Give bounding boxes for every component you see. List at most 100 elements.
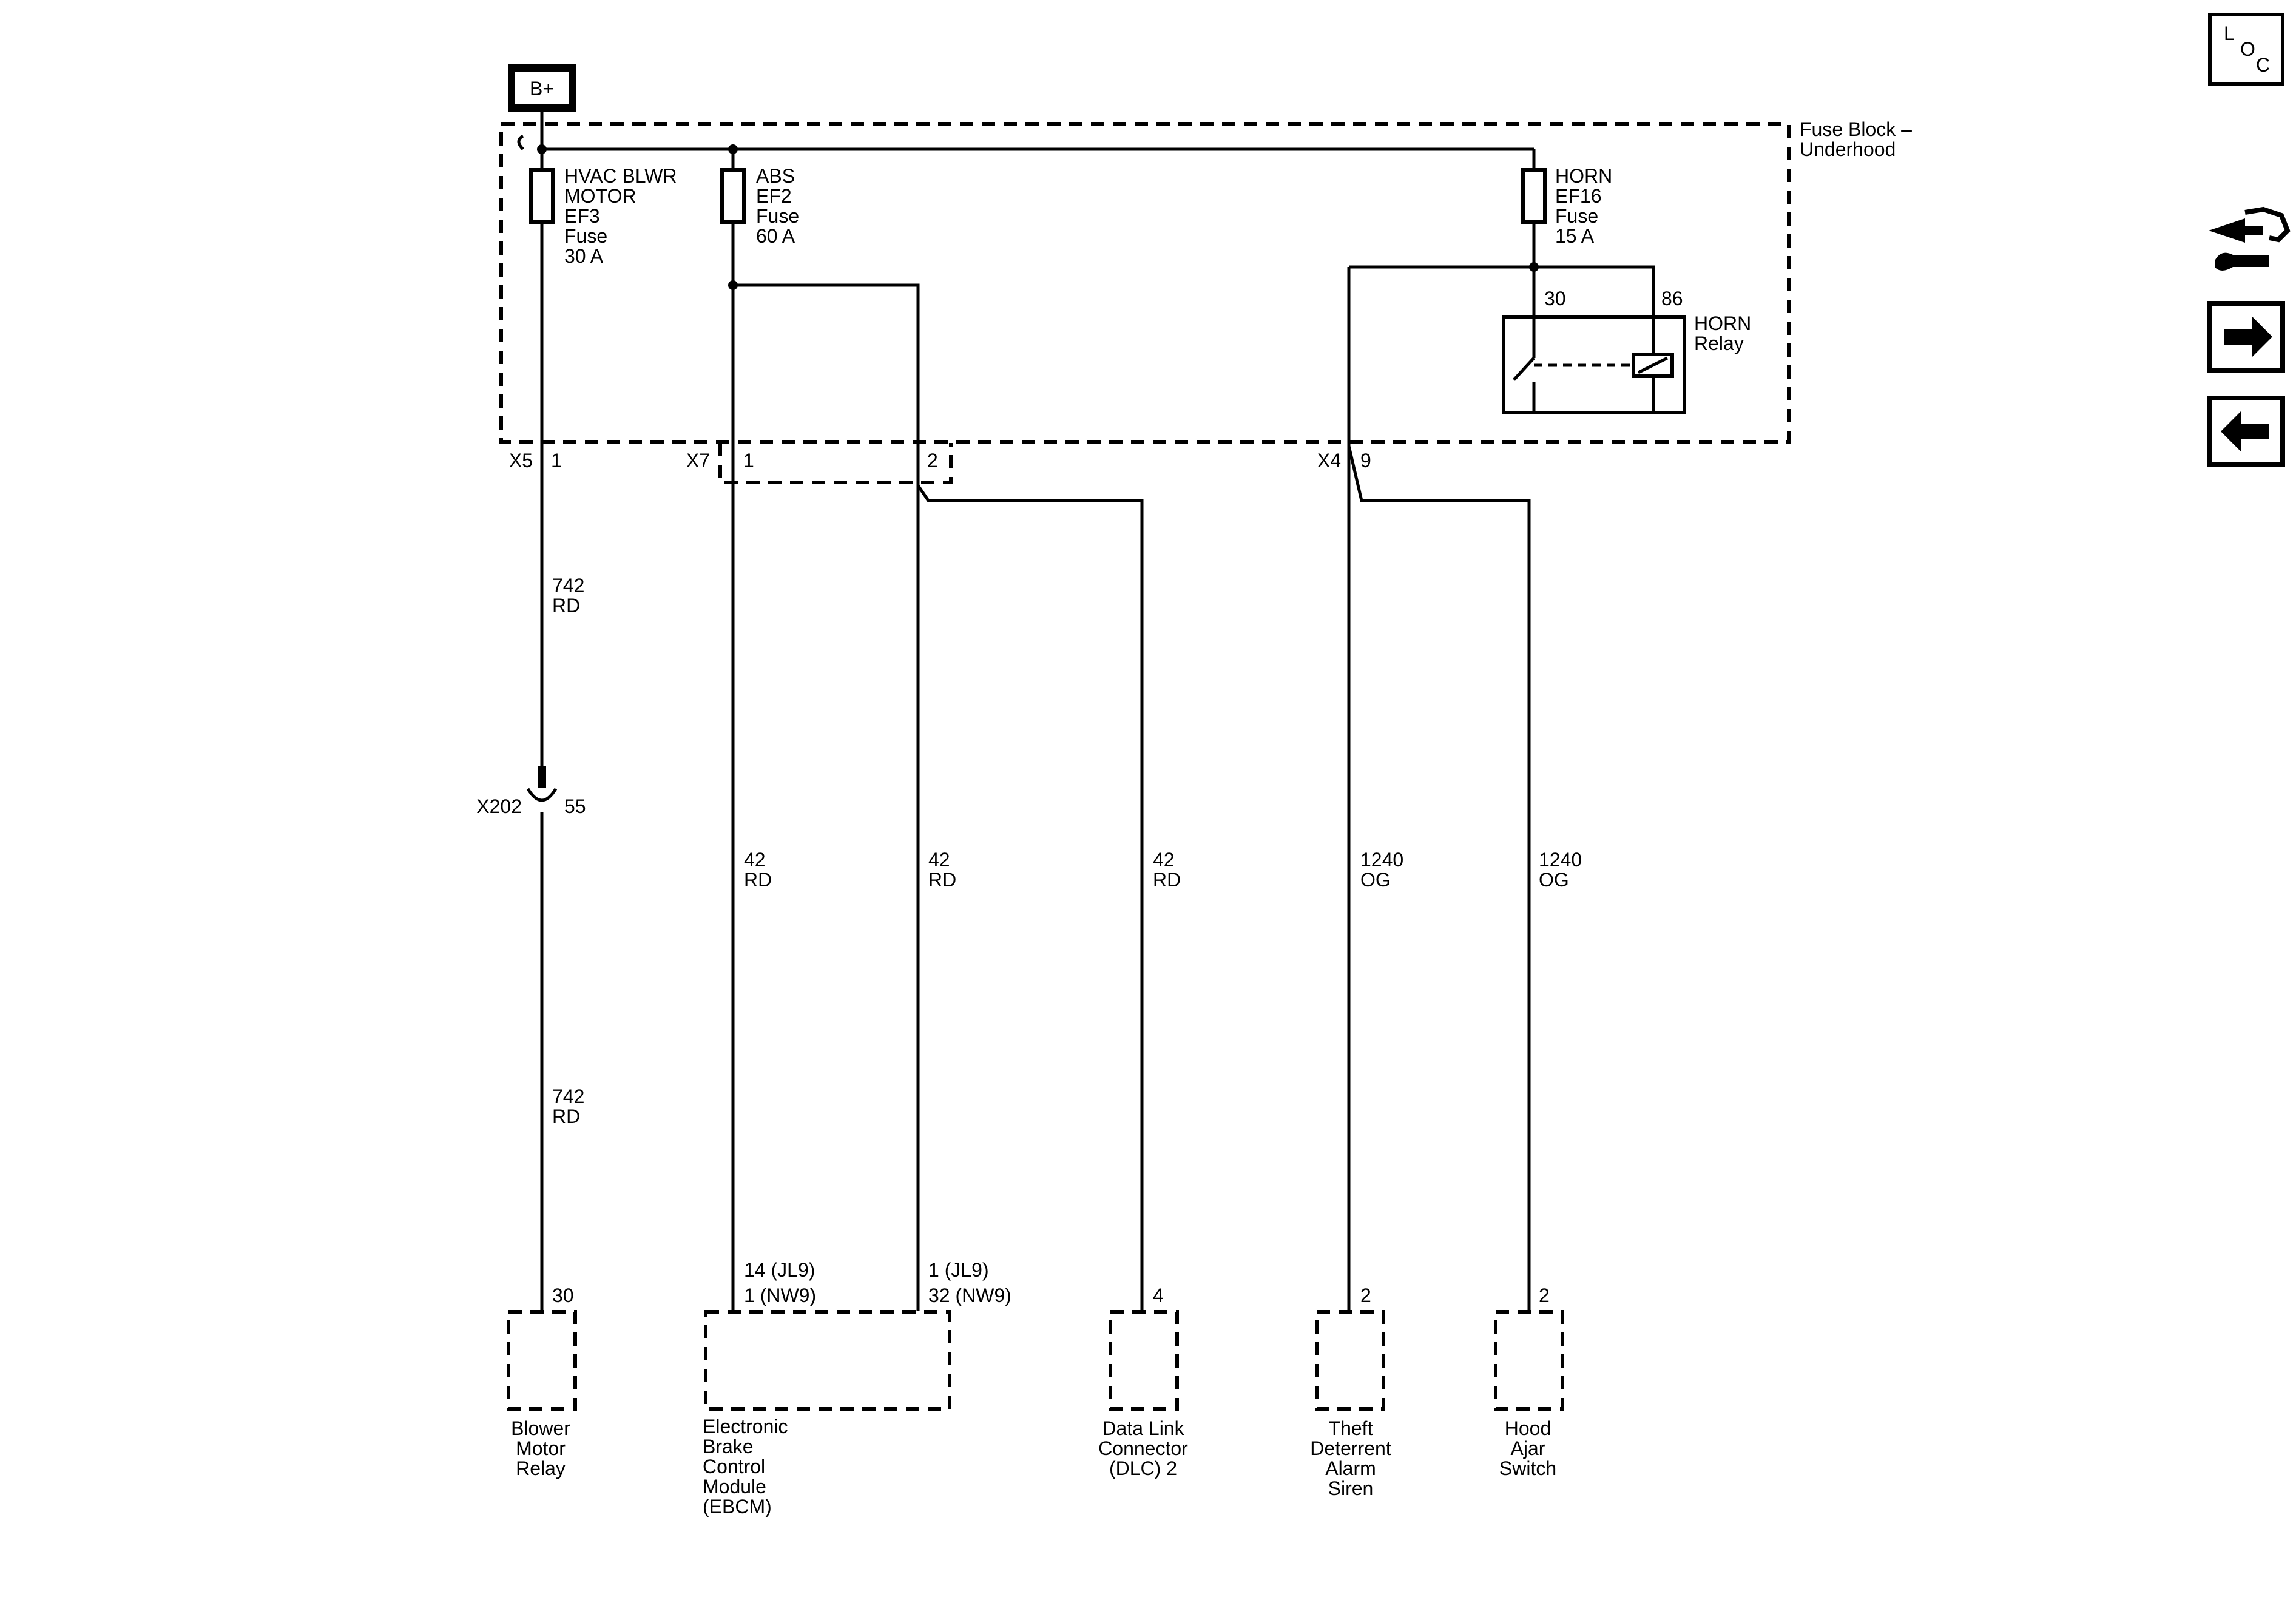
svg-text:EF2: EF2: [756, 185, 792, 207]
svg-text:O: O: [2240, 38, 2255, 60]
svg-text:30 A: 30 A: [564, 245, 604, 267]
svg-text:1: 1: [551, 450, 562, 471]
theft-deterrent-alarm-siren: 2 Theft Deterrent Alarm Siren: [1310, 1284, 1391, 1499]
battery-positive-source: B+: [508, 64, 576, 112]
wire-label-742-upper: 742 RD: [552, 575, 584, 616]
next-arrow-icon[interactable]: [2207, 301, 2285, 373]
svg-text:RD: RD: [1153, 869, 1181, 891]
svg-text:15 A: 15 A: [1555, 225, 1595, 247]
svg-text:Module: Module: [703, 1476, 766, 1497]
horn-relay: 30 86 HORN Relay: [1502, 288, 1751, 414]
fuse-horn-ef16: HORN EF16 Fuse 15 A: [1521, 165, 1612, 247]
svg-text:X7: X7: [686, 450, 710, 471]
svg-text:Motor: Motor: [516, 1437, 566, 1459]
svg-text:OG: OG: [1360, 869, 1391, 891]
wire-label-42-a: 42 RD: [744, 849, 772, 891]
svg-text:C: C: [2256, 54, 2270, 76]
svg-text:RD: RD: [552, 595, 580, 616]
svg-text:EF3: EF3: [564, 205, 600, 227]
inline-connector-x202: X202 55: [476, 766, 586, 817]
hood-pin: 2: [1539, 1284, 1550, 1306]
ebcm-pin-b-1: 1 (JL9): [928, 1259, 989, 1281]
svg-text:X4: X4: [1317, 450, 1341, 471]
fuse-block-title: Fuse Block –: [1800, 118, 1912, 140]
svg-text:Ajar: Ajar: [1511, 1437, 1545, 1459]
svg-text:60 A: 60 A: [756, 225, 795, 247]
connector-repair-icon[interactable]: [2209, 206, 2291, 271]
fuse-block-outline: [499, 122, 1791, 444]
svg-text:RD: RD: [928, 869, 956, 891]
svg-text:ABS: ABS: [756, 165, 795, 187]
svg-text:RD: RD: [552, 1106, 580, 1127]
relay-name: HORN: [1694, 312, 1751, 334]
svg-text:Fuse: Fuse: [756, 205, 799, 227]
svg-text:X202: X202: [476, 795, 522, 817]
relay-name-2: Relay: [1694, 333, 1744, 354]
svg-text:1240: 1240: [1360, 849, 1403, 871]
ebcm-pin-a-1: 14 (JL9): [744, 1259, 815, 1281]
fuse-hvac-blwr-ef3: HVAC BLWR MOTOR EF3 Fuse 30 A: [529, 165, 677, 267]
relay-pin-86: 86: [1661, 288, 1683, 309]
svg-text:Theft: Theft: [1329, 1417, 1373, 1439]
svg-text:Fuse: Fuse: [1555, 205, 1598, 227]
wire-label-1240-a: 1240 OG: [1360, 849, 1403, 891]
svg-text:42: 42: [744, 849, 766, 871]
svg-text:Connector: Connector: [1098, 1437, 1188, 1459]
svg-text:X5: X5: [509, 450, 533, 471]
svg-text:OG: OG: [1539, 869, 1569, 891]
wire-label-742-lower: 742 RD: [552, 1085, 584, 1127]
connector-x7: X7 1 2: [686, 443, 953, 484]
svg-text:2: 2: [927, 450, 938, 471]
svg-text:742: 742: [552, 1085, 584, 1107]
ebcm-pin-b-2: 32 (NW9): [928, 1284, 1011, 1306]
svg-text:Switch: Switch: [1499, 1457, 1556, 1479]
relay-pin-30: 30: [1544, 288, 1566, 309]
blower-pin: 30: [552, 1284, 574, 1306]
hood-ajar-switch: 2 Hood Ajar Switch: [1494, 1284, 1564, 1479]
siren-pin: 2: [1360, 1284, 1371, 1306]
battery-positive-label: B+: [530, 78, 554, 100]
loc-button[interactable]: L O C: [2208, 13, 2284, 86]
svg-text:MOTOR: MOTOR: [564, 185, 636, 207]
fuse-block-subtitle: Underhood: [1800, 138, 1896, 160]
svg-text:(EBCM): (EBCM): [703, 1496, 772, 1517]
svg-text:Hood: Hood: [1505, 1417, 1551, 1439]
svg-text:Data Link: Data Link: [1102, 1417, 1184, 1439]
svg-text:L: L: [2224, 22, 2235, 44]
ebcm: 14 (JL9) 1 (NW9) 1 (JL9) 32 (NW9) Electr…: [703, 1259, 1011, 1517]
svg-text:Fuse: Fuse: [564, 225, 607, 247]
svg-text:Alarm: Alarm: [1325, 1457, 1376, 1479]
svg-text:Siren: Siren: [1328, 1477, 1374, 1499]
svg-text:HVAC BLWR: HVAC BLWR: [564, 165, 677, 187]
dlc-pin: 4: [1153, 1284, 1164, 1306]
svg-text:1240: 1240: [1539, 849, 1582, 871]
svg-text:Relay: Relay: [516, 1457, 566, 1479]
ebcm-pin-a-2: 1 (NW9): [744, 1284, 816, 1306]
svg-text:Blower: Blower: [511, 1417, 570, 1439]
svg-text:(DLC) 2: (DLC) 2: [1109, 1457, 1177, 1479]
svg-text:Electronic: Electronic: [703, 1416, 788, 1437]
wire-label-1240-b: 1240 OG: [1539, 849, 1582, 891]
previous-arrow-icon[interactable]: [2207, 396, 2285, 467]
wire-label-42-b: 42 RD: [928, 849, 956, 891]
svg-text:742: 742: [552, 575, 584, 596]
connector-x4: X4 9: [1317, 450, 1371, 471]
svg-text:RD: RD: [744, 869, 772, 891]
svg-text:EF16: EF16: [1555, 185, 1601, 207]
blower-motor-relay: 30 Blower Motor Relay: [507, 1284, 577, 1479]
data-link-connector: 4 Data Link Connector (DLC) 2: [1098, 1284, 1188, 1479]
wiring: [517, 108, 1655, 1311]
svg-text:Control: Control: [703, 1456, 765, 1477]
svg-text:9: 9: [1360, 450, 1371, 471]
connector-x5: X5 1: [509, 450, 562, 471]
wire-label-42-c: 42 RD: [1153, 849, 1181, 891]
svg-text:55: 55: [564, 795, 586, 817]
svg-text:42: 42: [1153, 849, 1175, 871]
svg-text:1: 1: [743, 450, 754, 471]
svg-text:42: 42: [928, 849, 950, 871]
svg-text:HORN: HORN: [1555, 165, 1612, 187]
svg-text:Brake: Brake: [703, 1436, 754, 1457]
svg-text:Deterrent: Deterrent: [1310, 1437, 1391, 1459]
fuse-abs-ef2: ABS EF2 Fuse 60 A: [720, 165, 799, 247]
